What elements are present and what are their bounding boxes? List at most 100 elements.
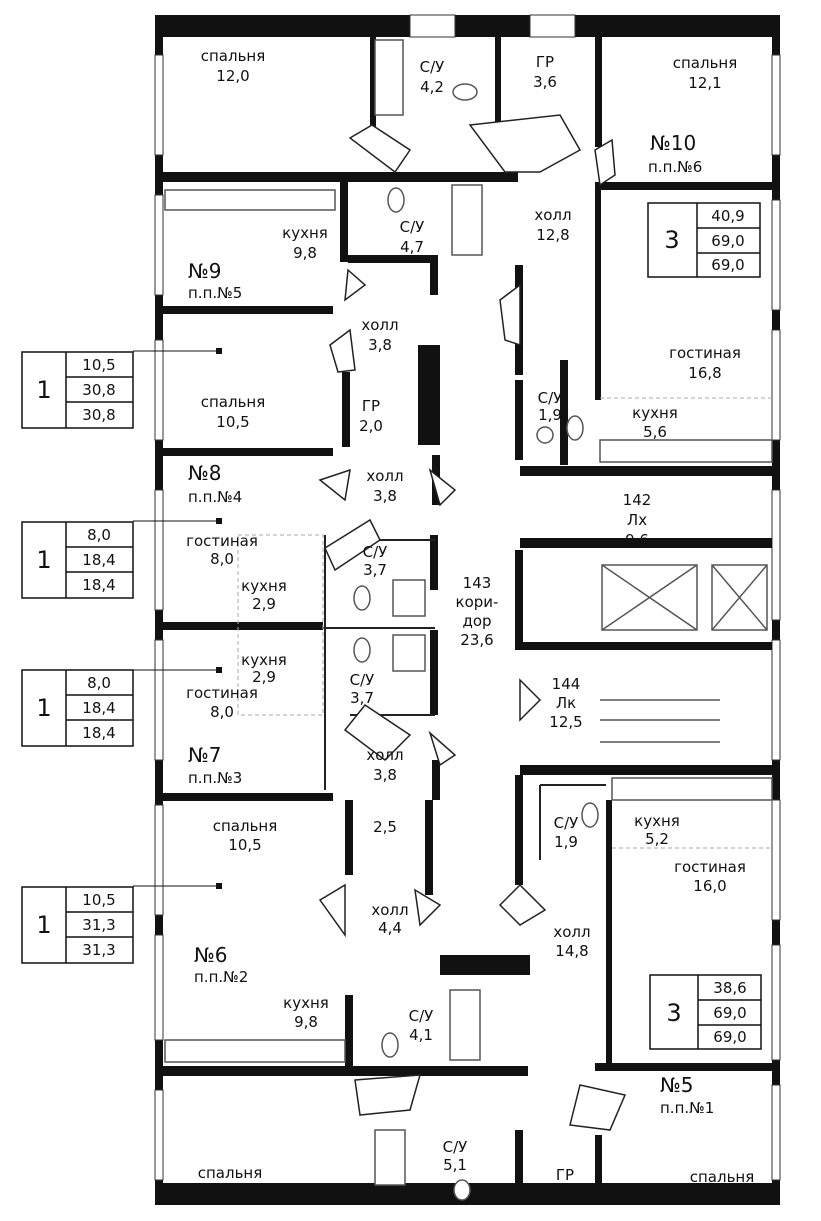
box-value: 38,6 (713, 979, 746, 997)
room-area: 2,9 (252, 668, 276, 686)
apartment-pp: п.п.№6 (648, 158, 702, 176)
room-area: 3,8 (373, 766, 397, 784)
room-count: 3 (666, 999, 681, 1027)
apartment-labels: №10 п.п.№6 №9 п.п.№5 №8 п.п.№4 №7 п.п.№3… (188, 131, 714, 1117)
room-name: спальня (690, 1168, 755, 1186)
room-name: кухня (241, 651, 287, 669)
room-area: 9,8 (294, 1013, 318, 1031)
room-area: 4,7 (400, 238, 424, 256)
room-name: холл (534, 206, 571, 224)
apartment-number: №8 (188, 461, 222, 485)
box-value: 69,0 (713, 1004, 746, 1022)
room-area: 12,0 (213, 1183, 246, 1201)
leader-dots (216, 348, 222, 889)
apartment-number: №9 (188, 259, 222, 283)
room-area: 2,0 (359, 417, 383, 435)
apartment-pp: п.п.№3 (188, 769, 242, 787)
apartment-number: №10 (650, 131, 696, 155)
room-area: 12,8 (536, 226, 569, 244)
room-name: С/У (554, 814, 579, 832)
apartment-number: №6 (194, 943, 228, 967)
room-name: кухня (632, 404, 678, 422)
box-value: 69,0 (711, 256, 744, 274)
lobby-name: Лх (627, 511, 647, 529)
apartment-pp: п.п.№4 (188, 488, 242, 506)
room-name: холл (371, 901, 408, 919)
leader-lines (133, 350, 218, 887)
corridor-name: дор (462, 612, 491, 630)
corridor-name: кори- (456, 593, 499, 611)
room-area: 5,1 (443, 1156, 467, 1174)
room-name: С/У (350, 671, 375, 689)
room-area: 8,0 (210, 703, 234, 721)
room-area: 3,4 (553, 1184, 577, 1202)
apartment-number: №7 (188, 743, 222, 767)
box-value: 18,4 (82, 724, 115, 742)
room-area: 8,0 (210, 550, 234, 568)
room-name: С/У (400, 218, 425, 236)
room-area: 1,9 (554, 833, 578, 851)
room-name: холл (361, 316, 398, 334)
room-name: холл (366, 467, 403, 485)
room-name: ГР (536, 53, 554, 71)
room-area: 16,0 (693, 877, 726, 895)
room-name: С/У (420, 58, 445, 76)
room-area: 3,6 (533, 73, 557, 91)
room-area: 3,7 (363, 561, 387, 579)
room-area: 10,5 (228, 836, 261, 854)
room-count: 1 (36, 694, 51, 722)
lobby-area: 9,6 (625, 531, 649, 549)
windows (154, 14, 781, 1181)
room-name: спальня (201, 47, 266, 65)
room-name: гостиная (186, 532, 258, 550)
room-name: ГР (362, 397, 380, 415)
room-area: 1,9 (538, 406, 562, 424)
room-name: С/У (443, 1138, 468, 1156)
box-value: 31,3 (82, 941, 115, 959)
room-name: кухня (634, 812, 680, 830)
room-name: спальня (213, 817, 278, 835)
apartment-pp: п.п.№1 (660, 1099, 714, 1117)
room-area: 10,6 (705, 1186, 738, 1204)
apartment-number: №5 (660, 1073, 694, 1097)
box-value: 8,0 (87, 674, 111, 692)
apartment-pp: п.п.№5 (188, 284, 242, 302)
room-count: 3 (664, 226, 679, 254)
room-area: 2,5 (373, 818, 397, 836)
room-area: 4,2 (420, 78, 444, 96)
room-labels: спальня 12,0 С/У 4,2 ГР 3,6 спальня 12,1… (186, 47, 754, 1204)
interior-walls (163, 37, 772, 1185)
room-area: 2,9 (252, 595, 276, 613)
info-box-apt10: 3 40,9 69,0 69,0 (647, 202, 761, 278)
room-name: С/У (363, 543, 388, 561)
room-name: С/У (538, 389, 563, 407)
box-value: 18,4 (82, 551, 115, 569)
room-area: 5,2 (645, 830, 669, 848)
room-area: 12,1 (688, 74, 721, 92)
info-box-apt9: 1 10,5 30,8 30,8 (21, 351, 134, 429)
room-area: 9,8 (293, 244, 317, 262)
fixtures (164, 39, 773, 1201)
room-name: холл (553, 923, 590, 941)
box-value: 10,5 (82, 891, 115, 909)
box-value: 30,8 (82, 406, 115, 424)
room-count: 1 (36, 546, 51, 574)
room-name: гостиная (186, 684, 258, 702)
box-value: 40,9 (711, 207, 744, 225)
room-area: 5,6 (643, 423, 667, 441)
box-value: 69,0 (713, 1028, 746, 1046)
stair-area: 12,5 (549, 713, 582, 731)
room-name: ГР (556, 1166, 574, 1184)
apartment-pp: п.п.№2 (194, 968, 248, 986)
info-box-apt5: 3 38,6 69,0 69,0 (649, 974, 762, 1050)
room-name: кухня (282, 224, 328, 242)
room-area: 4,4 (378, 919, 402, 937)
stair-name: Лк (556, 694, 576, 712)
room-area: 3,7 (350, 689, 374, 707)
room-name: гостиная (669, 344, 741, 362)
stair-number: 144 (552, 675, 581, 693)
box-value: 8,0 (87, 526, 111, 544)
room-name: спальня (673, 54, 738, 72)
room-name: гостиная (674, 858, 746, 876)
